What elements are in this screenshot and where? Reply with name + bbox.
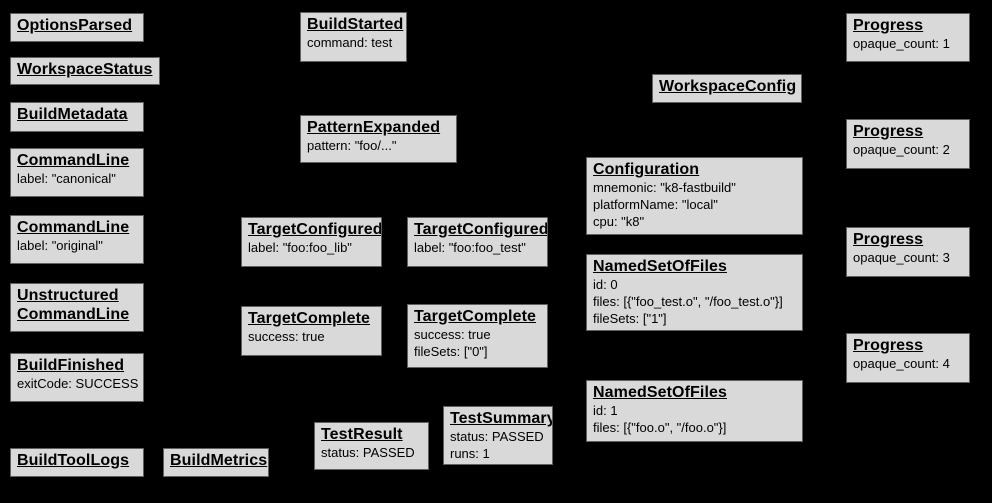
node-build-started: BuildStarted command: test: [300, 12, 407, 62]
node-title: TestSummary: [450, 410, 553, 427]
node-workspace-config: WorkspaceConfig: [652, 74, 802, 103]
node-body: pattern: "foo/...": [307, 138, 397, 153]
node-build-tool-logs: BuildToolLogs: [10, 448, 144, 477]
node-named-set-of-files-1: NamedSetOfFiles id: 1 files: [{"foo.o", …: [586, 380, 803, 442]
node-progress-3: Progress opaque_count: 3: [846, 227, 970, 277]
node-title: Progress: [853, 231, 924, 248]
node-title: BuildMetadata: [17, 106, 128, 123]
node-body: command: test: [307, 35, 393, 50]
node-target-complete-foo-lib: TargetComplete success: true: [241, 306, 382, 356]
node-title: Progress: [853, 17, 924, 34]
node-body: id: 0 files: [{"foo_test.o", "/foo_test.…: [593, 277, 783, 326]
node-build-metadata: BuildMetadata: [10, 102, 144, 132]
node-progress-2: Progress opaque_count: 2: [846, 119, 970, 169]
node-title: CommandLine: [17, 152, 130, 169]
node-title: BuildFinished: [17, 357, 125, 374]
node-body: label: "canonical": [17, 171, 116, 186]
node-configuration: Configuration mnemonic: "k8-fastbuild" p…: [586, 157, 803, 235]
node-progress-4: Progress opaque_count: 4: [846, 333, 970, 383]
node-body: status: PASSED: [321, 445, 415, 460]
node-progress-1: Progress opaque_count: 1: [846, 13, 970, 62]
node-command-line-original: CommandLine label: "original": [10, 215, 144, 264]
node-title: TargetConfigured: [414, 221, 548, 238]
node-body: opaque_count: 2: [853, 142, 950, 157]
node-title: NamedSetOfFiles: [593, 258, 727, 275]
node-body: label: "foo:foo_test": [414, 240, 526, 255]
node-body: status: PASSED runs: 1: [450, 429, 544, 461]
node-target-configured-foo-test: TargetConfigured label: "foo:foo_test": [407, 217, 548, 267]
node-body: label: "foo:foo_lib": [248, 240, 352, 255]
node-body: opaque_count: 3: [853, 250, 950, 265]
node-body: opaque_count: 4: [853, 356, 950, 371]
node-target-configured-foo-lib: TargetConfigured label: "foo:foo_lib": [241, 217, 382, 267]
node-named-set-of-files-0: NamedSetOfFiles id: 0 files: [{"foo_test…: [586, 254, 803, 331]
node-body: exitCode: SUCCESS: [17, 376, 139, 391]
node-title: Unstructured CommandLine: [17, 287, 130, 323]
node-test-result: TestResult status: PASSED: [314, 422, 429, 470]
node-body: mnemonic: "k8-fastbuild" platformName: "…: [593, 180, 736, 229]
node-title: TestResult: [321, 426, 403, 443]
node-build-metrics: BuildMetrics: [163, 448, 269, 477]
node-body: label: "original": [17, 238, 103, 253]
node-title: Progress: [853, 337, 924, 354]
node-build-finished: BuildFinished exitCode: SUCCESS: [10, 353, 144, 402]
node-title: NamedSetOfFiles: [593, 384, 727, 401]
node-title: PatternExpanded: [307, 119, 441, 136]
node-title: BuildMetrics: [170, 452, 268, 469]
node-title: WorkspaceConfig: [659, 78, 797, 95]
node-target-complete-foo-test: TargetComplete success: true fileSets: […: [407, 304, 548, 368]
node-workspace-status: WorkspaceStatus: [10, 57, 160, 85]
node-pattern-expanded: PatternExpanded pattern: "foo/...": [300, 115, 457, 163]
node-title: TargetConfigured: [248, 221, 382, 238]
node-title: Configuration: [593, 161, 700, 178]
node-test-summary: TestSummary status: PASSED runs: 1: [443, 406, 553, 465]
node-unstructured-command-line: Unstructured CommandLine: [10, 283, 144, 332]
node-title: TargetComplete: [248, 310, 371, 327]
node-command-line-canonical: CommandLine label: "canonical": [10, 148, 144, 197]
node-body: id: 1 files: [{"foo.o", "/foo.o"}]: [593, 403, 727, 435]
node-body: opaque_count: 1: [853, 36, 950, 51]
node-options-parsed: OptionsParsed: [10, 13, 144, 42]
node-title: Progress: [853, 123, 924, 140]
node-body: success: true fileSets: ["0"]: [414, 327, 491, 359]
node-title: BuildToolLogs: [17, 452, 130, 469]
node-title: BuildStarted: [307, 16, 404, 33]
node-title: CommandLine: [17, 219, 130, 236]
node-title: OptionsParsed: [17, 17, 133, 34]
node-title: WorkspaceStatus: [17, 61, 153, 78]
node-title: TargetComplete: [414, 308, 537, 325]
node-body: success: true: [248, 329, 325, 344]
